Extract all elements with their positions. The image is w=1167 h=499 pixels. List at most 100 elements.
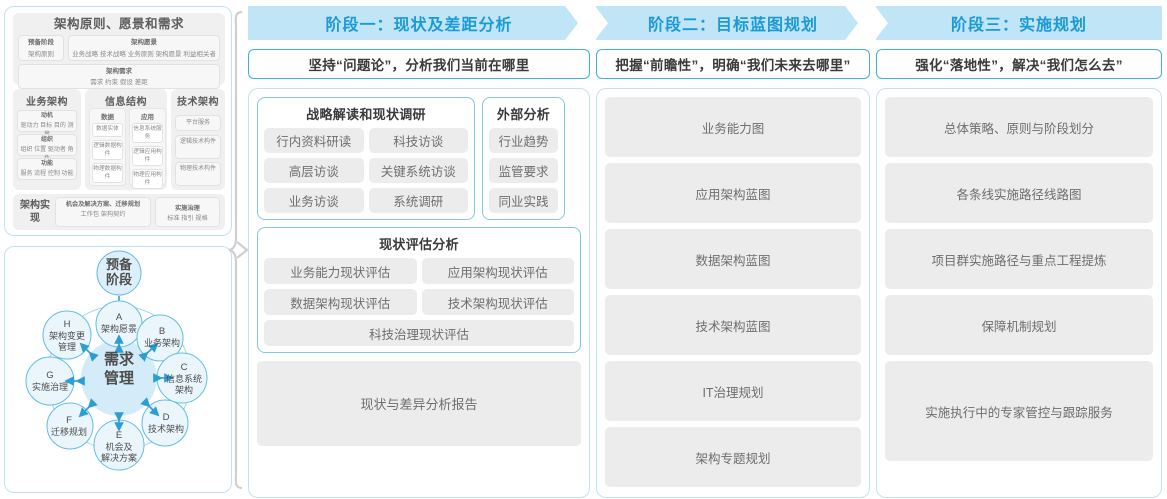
phase-3-header-label: 阶段三：实施规划: [950, 17, 1087, 34]
opportunity-migration-cell: 机会及解决方案、迁移规划 工作包 架构契约: [55, 197, 151, 227]
physical-technology-component-item: 物理技术构件: [175, 162, 221, 186]
adm-node-c-key: C: [181, 362, 188, 373]
phase-2-header[interactable]: 阶段二：目标蓝图规划: [595, 6, 871, 40]
chip-system-research[interactable]: 系统调研: [368, 188, 468, 213]
chip-data-architecture-blueprint[interactable]: 数据架构蓝图: [605, 229, 861, 289]
chip-application-architecture-assessment[interactable]: 应用架构现状评估: [421, 258, 574, 284]
data-subgroup: 数据 数据实体 逻辑数据构件 物理数据构件: [89, 108, 126, 186]
phase-3-body: 总体策略、原则与阶段划分 各条线实施路径线路图 项目群实施路径与重点工程提炼 保…: [876, 88, 1162, 498]
strategy-research-row: 行内资料研读 科技访谈: [264, 128, 468, 153]
adm-node-c-label1: 信息系统: [166, 373, 202, 384]
business-organization-cell: 组织 组织 位置 驱动者 角色: [17, 134, 77, 162]
phase-3: 阶段三：实施规划 强化“落地性”，解决“我们怎么去” 总体策略、原则与阶段划分 …: [875, 6, 1162, 498]
physical-application-component-item: 物理应用构件: [132, 169, 163, 189]
phase-3-item-list: 总体策略、原则与阶段划分 各条线实施路径线路图 项目群实施路径与重点工程提炼 保…: [885, 97, 1153, 461]
chip-industry-trend[interactable]: 行业趋势: [489, 128, 558, 153]
chip-technology-architecture-blueprint[interactable]: 技术架构蓝图: [605, 295, 861, 355]
adm-prep-line1: 预备: [106, 257, 133, 272]
chip-application-architecture-blueprint[interactable]: 应用架构蓝图: [605, 163, 861, 223]
architecture-principles-group: 架构原则、愿景和需求 预备阶段 架构原则 架构愿景 业务战略 技术战略 业务原则…: [13, 13, 225, 89]
adm-node-b-key: B: [159, 326, 165, 337]
business-function-sub: 服务 流程 控制 功能: [20, 170, 74, 177]
phase-2-body: 业务能力图 应用架构蓝图 数据架构蓝图 技术架构蓝图 IT治理规划 架构专题规划: [596, 88, 870, 498]
adm-cycle-panel: 预备 阶段 需求 管理 A 架构愿景 B 业务架构 C 信息系统 架构 D 技术…: [4, 246, 232, 493]
chip-tech-governance-assessment[interactable]: 科技治理现状评估: [264, 320, 574, 346]
business-architecture-title: 业务架构: [26, 97, 68, 108]
current-state-assessment-grid: 业务能力现状评估 应用架构现状评估 数据架构现状评估 技术架构现状评估 科技治理…: [264, 258, 574, 346]
chip-executive-interview[interactable]: 高层访谈: [264, 158, 364, 183]
current-state-assessment-title: 现状评估分析: [379, 237, 459, 252]
chip-tech-interview[interactable]: 科技访谈: [368, 128, 468, 153]
adm-node-e-key: E: [116, 430, 122, 441]
brace-connector: [228, 10, 249, 490]
technology-architecture-title: 技术架构: [177, 97, 219, 108]
information-structure-title: 信息结构: [105, 97, 147, 108]
logical-technology-component-item: 逻辑技术构件: [175, 135, 221, 159]
adm-node-a-key: A: [116, 312, 123, 323]
strategy-research-row: 高层访谈 关键系统访谈: [264, 158, 468, 183]
adm-center-line2: 管理: [104, 369, 134, 387]
architecture-requirement-title: 架构需求: [106, 68, 132, 75]
chip-assurance-mechanism-plan[interactable]: 保障机制规划: [885, 295, 1153, 355]
chip-regulatory-requirement[interactable]: 监管要求: [489, 158, 558, 183]
information-structure-column: 信息结构 数据 数据实体 逻辑数据构件 物理数据构件 应用 信息系统服务 逻辑应…: [85, 89, 167, 190]
chip-line-implementation-roadmap[interactable]: 各条线实施路径线路图: [885, 163, 1153, 223]
strategy-research-row: 业务访谈 系统调研: [264, 188, 468, 213]
chip-peer-practice[interactable]: 同业实践: [489, 188, 558, 213]
phase-2-subtitle: 把握“前瞻性”，明确“我们未来去哪里”: [596, 49, 870, 79]
implementation-governance-cell: 实施治理 标准 指引 规格: [155, 197, 220, 227]
chip-key-system-interview[interactable]: 关键系统访谈: [368, 158, 468, 183]
phase-2: 阶段二：目标蓝图规划 把握“前瞻性”，明确“我们未来去哪里” 业务能力图 应用架…: [595, 6, 871, 498]
adm-node-d-key: D: [163, 412, 170, 423]
togaf-content-framework-panel: 架构原则、愿景和需求 预备阶段 架构原则 架构愿景 业务战略 技术战略 业务原则…: [4, 6, 232, 236]
phase-1-header[interactable]: 阶段一：现状及差距分析: [248, 6, 591, 40]
strategy-research-title: 战略解读和现状调研: [306, 107, 426, 122]
adm-center-line1: 需求: [104, 350, 135, 368]
phase-1-body: 战略解读和现状调研 行内资料研读 科技访谈 高层访谈 关键系统访谈 业务访谈 系: [248, 88, 590, 498]
platform-service-item: 平台服务: [175, 115, 221, 131]
application-subgroup-title: 应用: [141, 114, 154, 121]
architecture-domain-columns: 业务架构 动机 驱动力 目标 目的 测量 组织 组织 位置 驱动者 角色 功能 …: [13, 89, 225, 190]
chip-expert-control-and-tracking-service[interactable]: 实施执行中的专家管控与跟踪服务: [885, 361, 1153, 461]
adm-node-f-key: F: [66, 415, 72, 426]
business-motivation-title: 动机: [40, 113, 53, 119]
assessment-row: 数据架构现状评估 技术架构现状评估: [264, 289, 574, 315]
business-function-cell: 功能 服务 流程 控制 功能: [17, 158, 77, 180]
strategy-research-grid: 行内资料研读 科技访谈 高层访谈 关键系统访谈 业务访谈 系统调研: [264, 128, 468, 213]
adm-cycle-diagram: 预备 阶段 需求 管理 A 架构愿景 B 业务架构 C 信息系统 架构 D 技术…: [25, 250, 208, 471]
chip-business-interview[interactable]: 业务访谈: [264, 188, 364, 213]
chip-internal-material-study[interactable]: 行内资料研读: [264, 128, 364, 153]
adm-node-b-label: 业务架构: [144, 337, 180, 348]
adm-node-f-label: 迁移规划: [51, 426, 87, 437]
chip-program-path-and-key-project[interactable]: 项目群实施路径与重点工程提炼: [885, 229, 1153, 289]
architecture-requirement-sub: 需求 约束 假设 差距: [90, 79, 148, 86]
prep-phase-cell: 预备阶段 架构原则: [18, 35, 64, 61]
chip-technology-architecture-assessment[interactable]: 技术架构现状评估: [421, 289, 574, 315]
data-entity-item: 数据实体: [92, 123, 123, 137]
chevron-left-notch-icon: [875, 6, 888, 40]
chip-business-capability-map[interactable]: 业务能力图: [605, 97, 861, 157]
prep-phase-title: 预备阶段: [28, 39, 54, 46]
architecture-vision-sub: 业务战略 技术战略 业务原则 架构愿景 利益相关者: [72, 51, 216, 58]
architecture-realization-label: 架构实现: [20, 200, 50, 224]
logical-data-component-item: 逻辑数据构件: [92, 140, 123, 160]
physical-data-component-item: 物理数据构件: [92, 163, 123, 183]
phase-1: 阶段一：现状及差距分析 坚持“问题论”，分析我们当前在哪里 战略解读和现状调研 …: [248, 6, 591, 498]
chevron-right-icon: [845, 6, 871, 40]
chip-data-architecture-assessment[interactable]: 数据架构现状评估: [264, 289, 417, 315]
chip-gap-analysis-report[interactable]: 现状与差异分析报告: [257, 361, 581, 446]
phase-3-subtitle-text: 强化“落地性”，解决“我们怎么去”: [915, 58, 1123, 73]
business-function-title: 功能: [40, 161, 53, 167]
architecture-vision-title: 架构愿景: [131, 39, 157, 46]
architecture-requirement-cell: 架构需求 需求 约束 假设 差距: [18, 64, 220, 89]
chip-it-governance-plan[interactable]: IT治理规划: [605, 361, 861, 421]
adm-node-g-key: G: [46, 370, 53, 381]
external-analysis-title: 外部分析: [496, 107, 551, 122]
external-analysis-list: 行业趋势 监管要求 同业实践: [489, 128, 558, 213]
chip-overall-strategy-principles-phasing[interactable]: 总体策略、原则与阶段划分: [885, 97, 1153, 157]
implementation-governance-title: 实施治理: [175, 205, 200, 212]
phase-3-header[interactable]: 阶段三：实施规划: [875, 6, 1162, 40]
chip-business-capability-assessment[interactable]: 业务能力现状评估: [264, 258, 417, 284]
chip-architecture-topic-plan[interactable]: 架构专题规划: [605, 427, 861, 487]
